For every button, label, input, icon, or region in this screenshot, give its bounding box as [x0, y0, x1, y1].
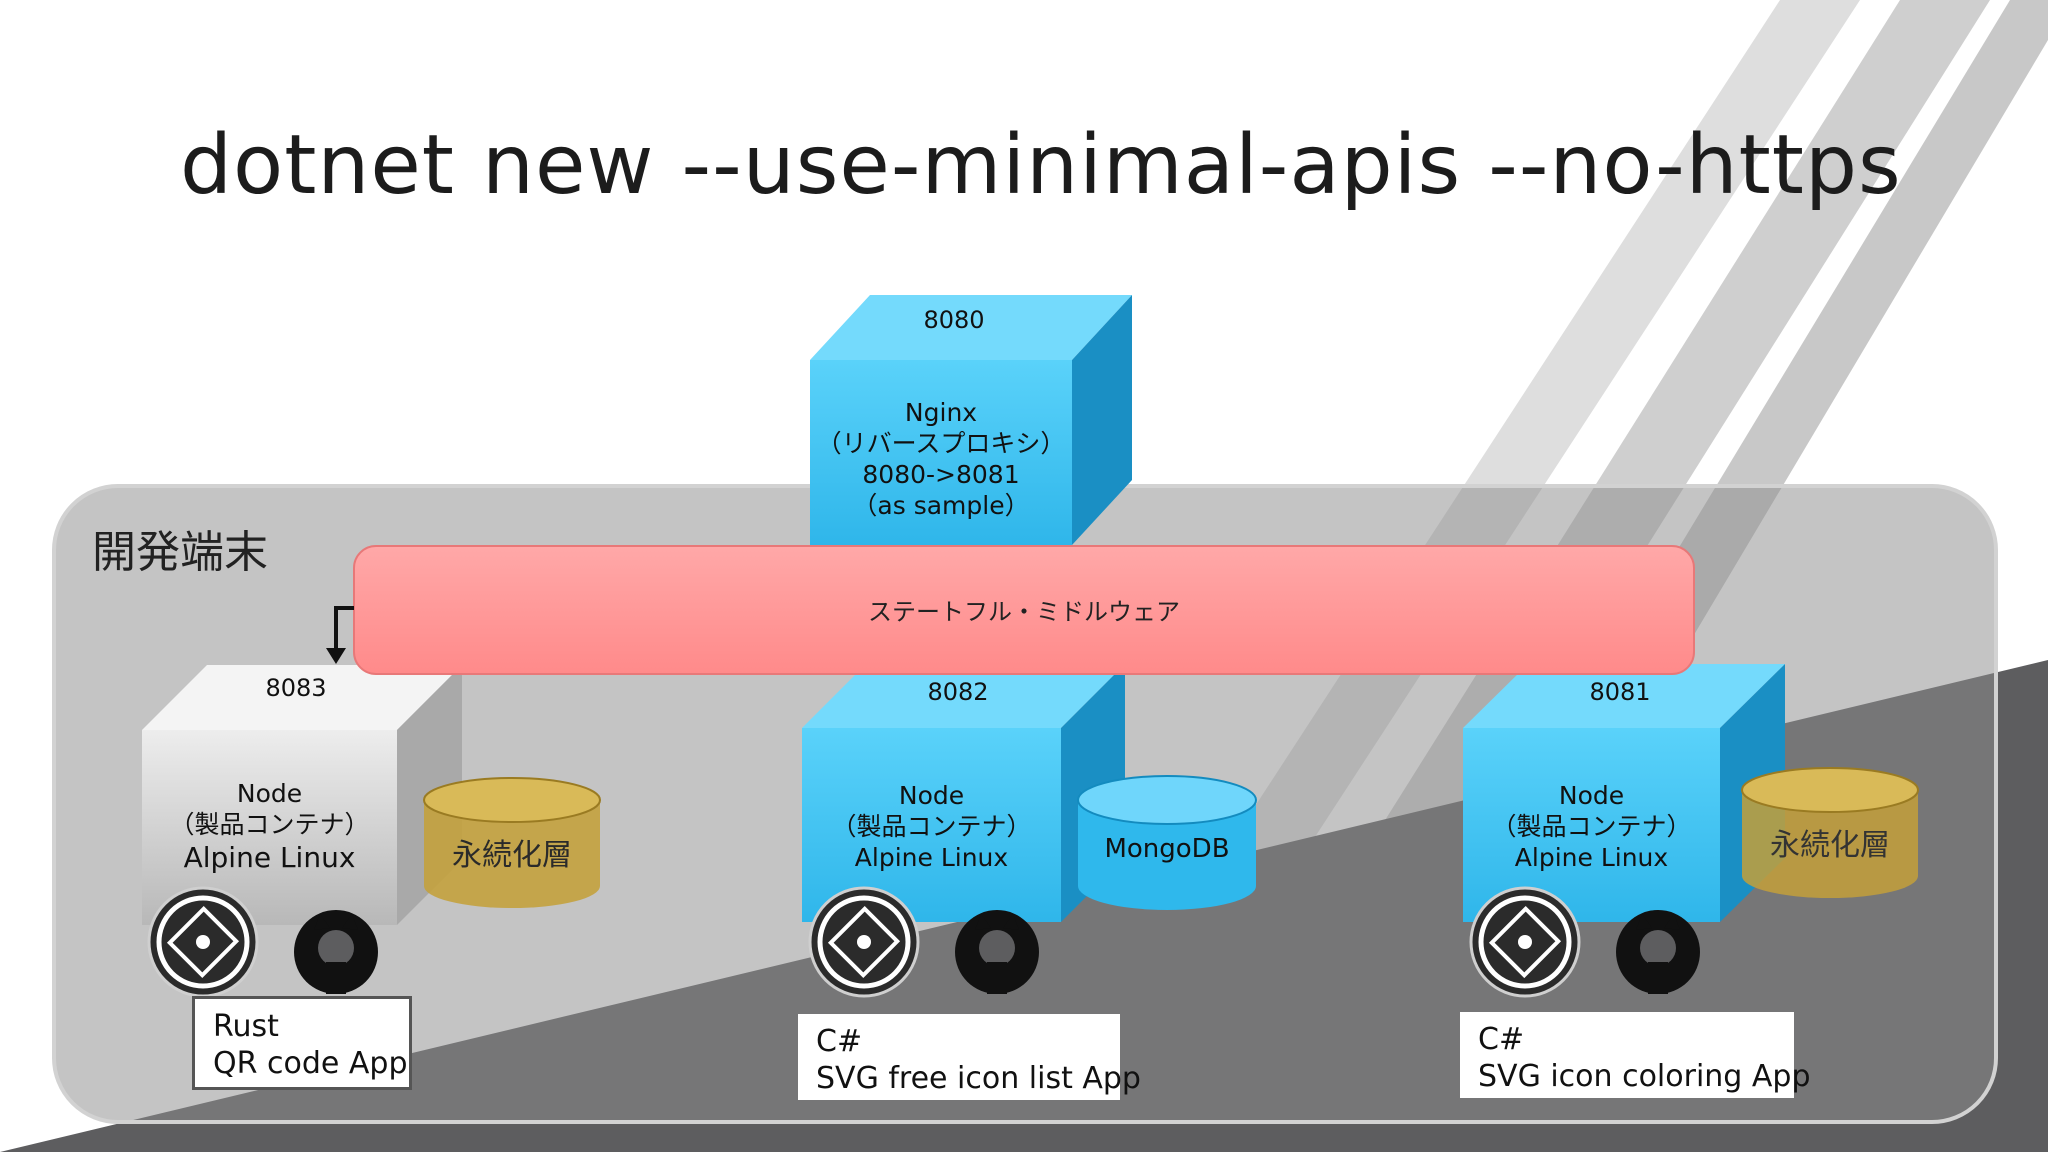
nginx-description: Nginx （リバースプロキシ） 8080->8081 （as sample）: [810, 397, 1072, 521]
github-octocat-icon: [294, 910, 378, 994]
container-line: Alpine Linux: [183, 841, 356, 874]
storage-cylinder-middle: [1077, 775, 1257, 910]
nginx-line: （リバースプロキシ）: [816, 429, 1066, 458]
container-line: Alpine Linux: [1514, 843, 1669, 872]
container-line: Node: [1558, 781, 1625, 810]
container-description: Node （製品コンテナ） Alpine Linux: [802, 780, 1061, 873]
app-label-box: C# SVG icon coloring App: [1460, 1012, 1811, 1098]
nginx-cube: [810, 295, 1132, 545]
storage-cylinder-left: [423, 777, 601, 908]
app-language: Rust: [213, 1009, 279, 1044]
storage-label: 永続化層: [1770, 828, 1890, 863]
nginx-line: Nginx: [904, 398, 978, 427]
container-line: Node: [236, 779, 303, 808]
container-line: （製品コンテナ）: [1491, 812, 1692, 841]
connector-arrow: [326, 606, 354, 664]
service-fabric-icon: [147, 886, 259, 998]
app-label-box: Rust QR code App: [192, 996, 412, 1090]
container-line: Node: [898, 781, 965, 810]
container-line: （製品コンテナ）: [831, 812, 1032, 841]
dev-terminal-label: 開発端末: [92, 527, 268, 578]
container-description: Node （製品コンテナ） Alpine Linux: [142, 778, 397, 876]
slide-title: dotnet new --use-minimal-apis --no-https: [180, 118, 1902, 213]
app-label-box: C# SVG free icon list App: [798, 1014, 1141, 1100]
app-name: SVG icon coloring App: [1478, 1059, 1811, 1094]
container-description: Node （製品コンテナ） Alpine Linux: [1463, 780, 1720, 873]
app-name: SVG free icon list App: [816, 1061, 1141, 1096]
nginx-line: （as sample）: [852, 491, 1030, 520]
storage-label: MongoDB: [1104, 834, 1230, 864]
app-language: C#: [1478, 1022, 1525, 1057]
storage-label: 永続化層: [452, 838, 572, 873]
middleware-label: ステートフル・ミドルウェア: [868, 598, 1180, 626]
service-fabric-icon: [808, 886, 920, 998]
nginx-port-label: 8080: [923, 306, 985, 334]
app-name: QR code App: [213, 1046, 408, 1081]
nginx-line: 8080->8081: [862, 460, 1020, 489]
storage-cylinder-right: [1741, 767, 1919, 898]
container-port-label: 8083: [265, 674, 327, 702]
github-octocat-icon: [1616, 910, 1700, 994]
container-line: Alpine Linux: [854, 843, 1009, 872]
github-octocat-icon: [955, 910, 1039, 994]
container-port-label: 8082: [927, 678, 989, 706]
app-language: C#: [816, 1024, 863, 1059]
container-port-label: 8081: [1589, 678, 1651, 706]
container-line: （製品コンテナ）: [169, 810, 370, 839]
service-fabric-icon: [1469, 886, 1581, 998]
